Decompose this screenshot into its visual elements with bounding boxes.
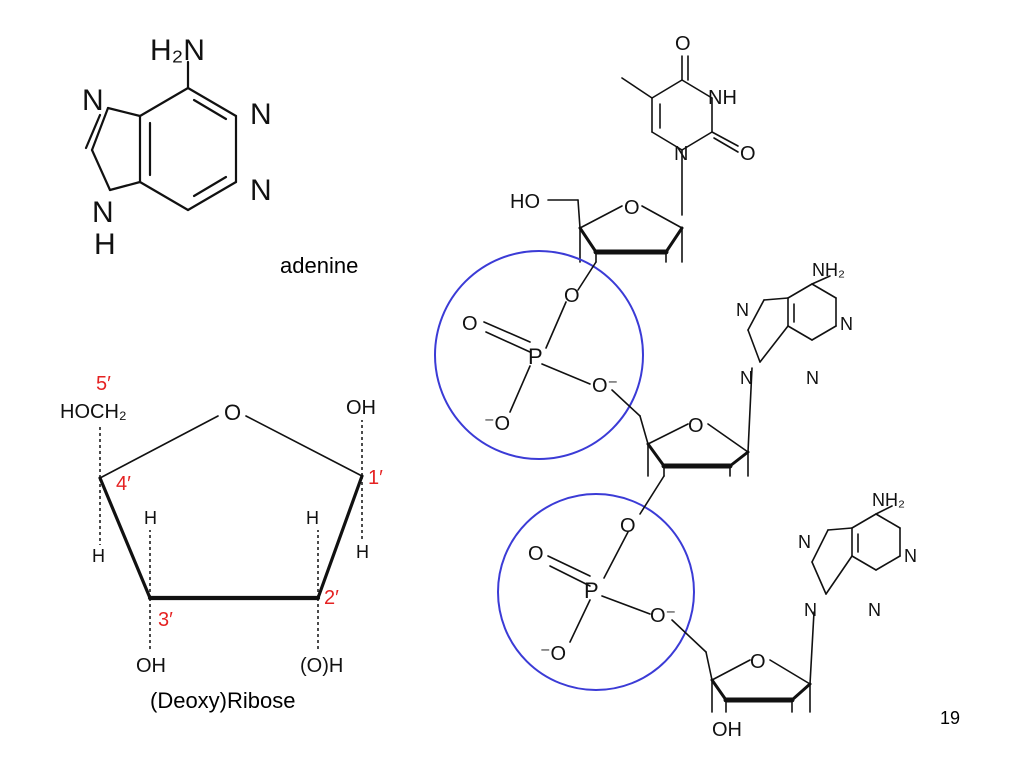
- phosphate-2-anion-right: O⁻: [650, 605, 676, 627]
- sugar-3: O OH: [705, 651, 812, 741]
- phosphate-2-double-oxygen: O: [528, 543, 544, 565]
- thymine-n-label: N: [674, 143, 688, 165]
- phosphate-2: O O P O⁻ ⁻O: [497, 475, 707, 691]
- adenine-base-1: NH₂ N N N N: [736, 260, 853, 453]
- adenine-n7-label: N: [82, 84, 104, 117]
- adenine-amine-label: H₂N: [150, 34, 205, 67]
- sugar-2-ring-oxygen: O: [688, 415, 704, 437]
- sugar-1-ho-label: HO: [510, 191, 540, 213]
- phosphate-1: O O P O⁻ ⁻O: [434, 250, 644, 460]
- adenine-structure: H₂N N N N N H adenine: [82, 34, 358, 278]
- phosphate-2-highlight-circle: [497, 493, 695, 691]
- adenine-1-n7-label: N: [736, 300, 749, 320]
- thymine-oxygen-right: O: [740, 143, 756, 165]
- page-number: 19: [940, 708, 960, 728]
- adenine-nh-h-label: H: [94, 228, 116, 261]
- thymine-base: O NH O N: [621, 33, 756, 216]
- adenine-2-nh2-label: NH₂: [872, 490, 905, 510]
- phosphate-1-double-oxygen: O: [462, 313, 478, 335]
- adenine-1-n3-label: N: [806, 368, 819, 388]
- ribose-title: (Deoxy)Ribose: [150, 688, 296, 713]
- ribose-h-c1-label: H: [356, 542, 369, 562]
- ribose-structure: O HOCH₂ OH H H H H OH (O)H (Deoxy)Ribose…: [60, 373, 383, 713]
- sugar-1-ring-oxygen: O: [624, 197, 640, 219]
- ribose-position-3: 3′: [158, 609, 173, 631]
- sugar-3-ring-oxygen: O: [750, 651, 766, 673]
- phosphate-1-anion-right: O⁻: [592, 375, 618, 397]
- adenine-1-n9-label: N: [740, 368, 753, 388]
- adenine-2-n9-label: N: [804, 600, 817, 620]
- dna-strand-structure: O NH O N HO O: [434, 33, 917, 741]
- sugar-3-oh-label: OH: [712, 719, 742, 741]
- ribose-hoch2-label: HOCH₂: [60, 401, 127, 423]
- phosphate-1-anion-bottom: ⁻O: [484, 413, 510, 435]
- phosphate-1-bridge-oxygen: O: [564, 285, 580, 307]
- adenine-base-2: NH₂ N N N N: [798, 490, 917, 685]
- ribose-position-5: 5′: [96, 373, 111, 395]
- phosphate-2-bridge-oxygen: O: [620, 515, 636, 537]
- sugar-1: HO O: [510, 191, 684, 263]
- adenine-n3-label: N: [250, 174, 272, 207]
- adenine-1-nh2-label: NH₂: [812, 260, 845, 280]
- adenine-2-n7-label: N: [798, 532, 811, 552]
- ribose-ring-oxygen: O: [224, 400, 241, 425]
- adenine-caption: adenine: [280, 253, 358, 278]
- ribose-oh-c1-label: OH: [346, 397, 376, 419]
- phosphate-2-anion-bottom: ⁻O: [540, 643, 566, 665]
- thymine-nh-label: NH: [708, 87, 737, 109]
- phosphate-1-highlight-circle: [434, 250, 644, 460]
- phosphate-2-p-label: P: [584, 578, 599, 603]
- adenine-1-n1-label: N: [840, 314, 853, 334]
- ribose-h-c4-label: H: [92, 546, 105, 566]
- ribose-h-c3-label: H: [144, 508, 157, 528]
- ribose-position-1: 1′: [368, 467, 383, 489]
- ribose-position-4: 4′: [116, 473, 131, 495]
- adenine-n1-label: N: [250, 98, 272, 131]
- ribose-position-2: 2′: [324, 587, 339, 609]
- thymine-oxygen-top: O: [675, 33, 691, 55]
- adenine-n9-label: N: [92, 196, 114, 229]
- ribose-oh-c3-label: OH: [136, 655, 166, 677]
- phosphate-1-p-label: P: [528, 344, 543, 369]
- ribose-h-c2-label: H: [306, 508, 319, 528]
- sugar-2: O: [639, 415, 750, 477]
- adenine-2-n1-label: N: [904, 546, 917, 566]
- ribose-oh-c2-label: (O)H: [300, 655, 343, 677]
- adenine-2-n3-label: N: [868, 600, 881, 620]
